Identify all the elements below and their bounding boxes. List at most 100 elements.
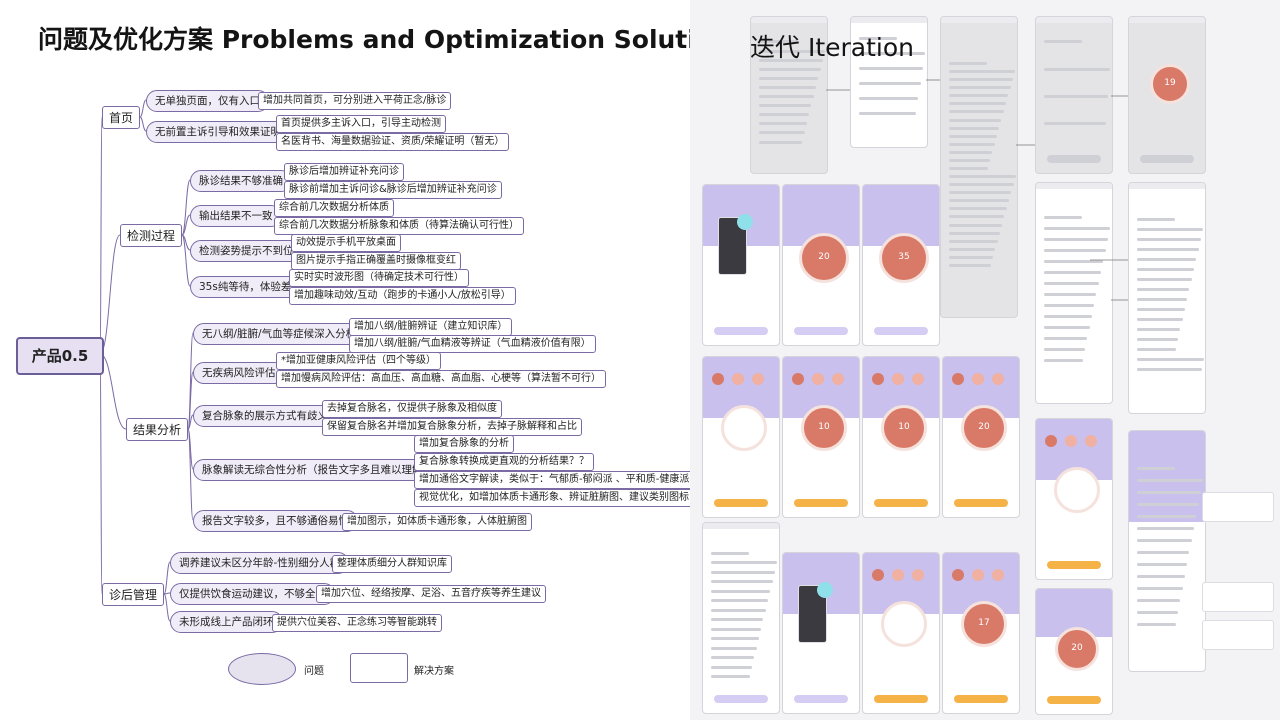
text-line — [759, 76, 819, 80]
problem-1-1: 输出结果不一致 — [190, 205, 282, 227]
text-line — [859, 82, 921, 85]
problem-2-0: 无八纲/脏腑/气血等症候深入分析 — [193, 323, 366, 345]
app-screen: 20 — [942, 356, 1020, 518]
app-screen — [702, 522, 780, 714]
finger-dot — [737, 213, 754, 230]
text-line — [711, 608, 766, 612]
text-line — [1044, 249, 1106, 252]
text-line — [711, 618, 764, 621]
measure-value: 20 — [818, 252, 830, 262]
text-line — [1044, 326, 1090, 329]
connector — [99, 353, 103, 595]
step-dot — [891, 569, 904, 581]
step-dot — [751, 373, 764, 385]
text-line — [1044, 227, 1111, 230]
text-line — [949, 255, 994, 259]
solution-3-2-0: 提供穴位美容、正念练习等智能跳转 — [272, 614, 442, 632]
legend-problem-shape — [228, 653, 296, 685]
measure-circle: 20 — [721, 405, 767, 451]
solution-2-4-0: 增加图示，如体质卡通形象，人体脏腑图 — [342, 513, 532, 531]
connector — [187, 428, 194, 521]
text-line — [949, 231, 1000, 235]
solution-0-1-1: 名医背书、海量数据验证、资质/荣耀证明（暂无） — [276, 133, 510, 151]
branch-2: 结果分析 — [126, 418, 189, 441]
text-line — [1137, 257, 1197, 261]
text-line — [949, 207, 1007, 211]
text-line — [711, 637, 759, 640]
text-line — [1137, 479, 1204, 482]
action-button — [1047, 155, 1101, 163]
text-line — [1137, 267, 1194, 271]
app-screen: 10 — [862, 356, 940, 518]
measure-circle — [1054, 467, 1100, 513]
action-button — [714, 695, 768, 703]
text-line — [711, 599, 768, 602]
text-line — [1137, 515, 1197, 518]
connector — [99, 116, 103, 355]
connector — [181, 214, 191, 236]
text-line — [1137, 308, 1185, 312]
text-line — [759, 85, 816, 89]
text-line — [949, 150, 993, 154]
text-line — [1137, 277, 1192, 281]
iteration-connectors — [826, 79, 1128, 301]
connector — [181, 234, 191, 287]
text-line — [1044, 282, 1099, 285]
app-screen: 35 — [862, 184, 940, 346]
text-line — [1137, 623, 1176, 626]
connector — [139, 116, 147, 132]
problem-2-3: 脉象解读无综合性分析（报告文字多且难以理解） — [193, 459, 442, 481]
text-line — [949, 158, 991, 162]
problem-2-1: 无疾病风险评估 — [193, 362, 285, 384]
text-line — [1137, 217, 1175, 221]
text-line — [711, 589, 771, 593]
text-line — [1044, 260, 1104, 263]
app-screen: 19 — [1128, 16, 1206, 174]
measure-circle: 10 — [801, 405, 847, 451]
text-line — [949, 142, 995, 146]
app-screen — [1035, 182, 1113, 404]
text-line — [1137, 368, 1202, 372]
text-line — [1137, 247, 1199, 251]
action-button — [1047, 696, 1101, 704]
step-dot — [952, 569, 965, 581]
text-line — [859, 36, 897, 40]
status-bar — [1129, 17, 1205, 23]
finger-dot — [817, 581, 834, 598]
action-button — [874, 499, 928, 507]
text-line — [1044, 122, 1106, 126]
solution-1-3-0: 实时实时波形图（待确定技术可行性） — [289, 269, 469, 287]
text-line — [949, 86, 1011, 90]
measure-value: 10 — [898, 422, 910, 432]
text-line — [759, 104, 812, 108]
text-line — [949, 263, 991, 267]
text-line — [949, 215, 1005, 219]
measure-circle: 17 — [961, 601, 1007, 647]
text-line — [949, 134, 997, 138]
text-line — [1044, 238, 1108, 241]
measure-circle: 35 — [879, 233, 929, 283]
text-line — [949, 199, 1010, 203]
text-line — [1044, 348, 1086, 351]
text-line — [1137, 539, 1192, 542]
text-line — [1137, 348, 1176, 352]
connector — [139, 99, 147, 118]
action-button — [954, 695, 1008, 703]
connector — [187, 414, 194, 430]
status-bar — [941, 17, 1017, 23]
text-line — [711, 665, 753, 669]
text-line — [1044, 40, 1082, 44]
screen-header-band — [1129, 431, 1205, 523]
app-screen — [750, 16, 828, 174]
text-line — [1044, 337, 1088, 340]
text-line — [1137, 287, 1190, 291]
measure-circle: 20 — [1055, 626, 1099, 671]
app-screen: 20 — [1035, 588, 1113, 715]
status-bar — [1129, 183, 1205, 189]
iteration-title: 迭代 Iteration — [750, 33, 914, 62]
branch-3: 诊后管理 — [102, 583, 165, 606]
problem-1-2: 检测姿势提示不到位 — [190, 240, 303, 262]
step-dot — [911, 373, 924, 385]
solution-3-1-0: 增加穴位、经络按摩、足浴、五音疗疾等养生建议 — [316, 585, 546, 603]
